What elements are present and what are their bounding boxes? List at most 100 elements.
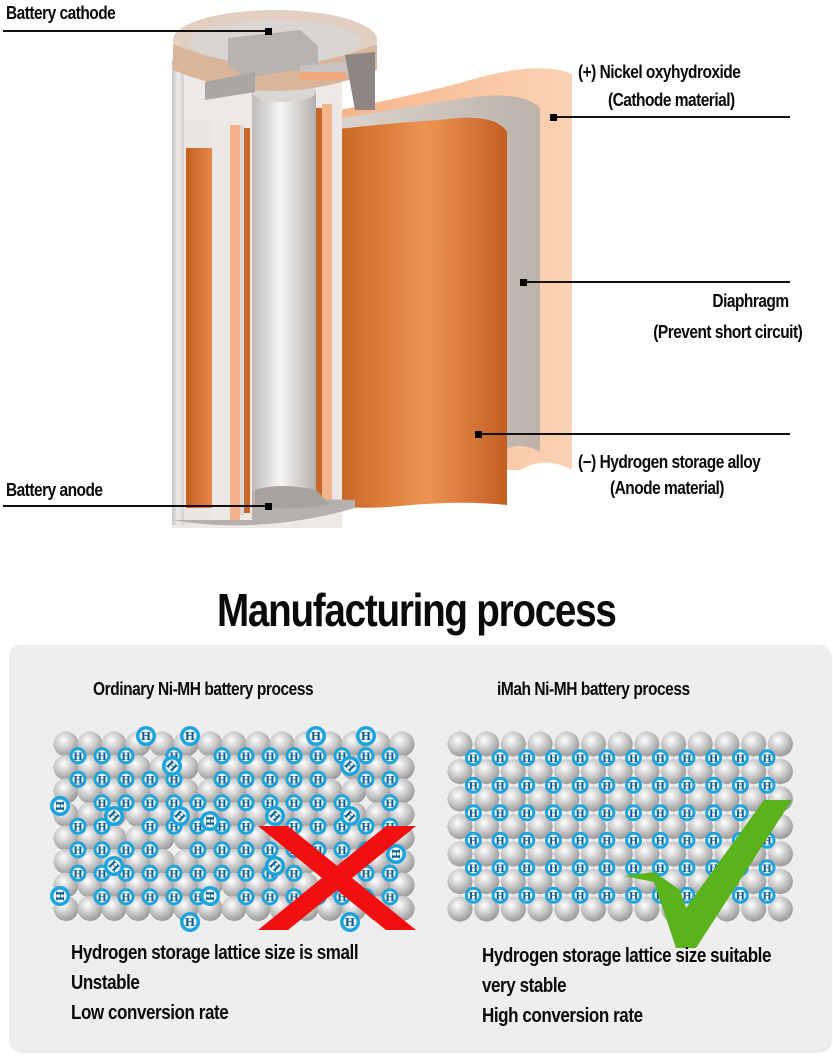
metal-atom (447, 731, 473, 757)
hydrogen-atom: H (340, 912, 360, 932)
svg-text:H: H (629, 891, 638, 902)
metal-atom (661, 731, 687, 757)
label-battery-anode: Battery anode (6, 480, 103, 500)
svg-text:H: H (121, 799, 130, 810)
hydrogen-atom: H (625, 859, 643, 877)
metal-atom (687, 814, 713, 839)
metal-atom (554, 731, 580, 757)
hydrogen-atom: H (69, 747, 87, 765)
leader-lines (3, 28, 790, 510)
hydrogen-atom: H (598, 804, 616, 822)
hydrogen-atom: H (651, 859, 669, 877)
svg-text:H: H (495, 754, 504, 765)
svg-text:H: H (97, 822, 106, 833)
hydrogen-atom: H (261, 888, 279, 906)
svg-text:H: H (217, 846, 226, 857)
hydrogen-atom: H (625, 749, 643, 767)
hydrogen-atom: H (170, 806, 190, 826)
metal-atom (634, 896, 660, 922)
metal-atom (447, 814, 473, 839)
hydrogen-atom: H (141, 841, 159, 859)
metal-atom (741, 731, 767, 757)
svg-text:H: H (361, 822, 370, 833)
hydrogen-atom: H (464, 886, 482, 904)
svg-text:H: H (385, 775, 394, 786)
metal-atom (581, 896, 606, 922)
anode-material-sheet (330, 117, 507, 508)
metal-atom (527, 786, 553, 812)
svg-text:H: H (145, 799, 154, 810)
metal-atom (687, 786, 713, 812)
metal-atom (634, 786, 660, 812)
svg-text:H: H (97, 846, 106, 857)
hydrogen-atom: H (544, 749, 562, 767)
hydrogen-atom: H (518, 749, 536, 767)
svg-text:H: H (762, 891, 771, 902)
hydrogen-atom: H (491, 859, 509, 877)
svg-text:H: H (549, 891, 558, 902)
hydrogen-atom: H (213, 747, 231, 765)
hydrogen-atom: H (93, 770, 111, 788)
svg-text:H: H (709, 836, 718, 847)
metal-atom (554, 896, 580, 922)
hydrogen-atom: H (651, 831, 669, 849)
metal-atom (714, 814, 740, 839)
svg-text:H: H (575, 781, 584, 792)
hydrogen-atom: H (93, 888, 111, 906)
ordinary-caption-2: Unstable (71, 972, 140, 994)
metal-atom (687, 759, 713, 784)
hydrogen-atom: H (381, 864, 399, 882)
svg-text:H: H (549, 754, 558, 765)
metal-atom (741, 759, 767, 784)
hydrogen-atom: H (678, 859, 696, 877)
svg-text:H: H (602, 836, 611, 847)
hydrogen-atom: H (625, 804, 643, 822)
manufacturing-process-heading: Manufacturing process (217, 584, 617, 636)
svg-text:H: H (217, 869, 226, 880)
label-anode-material-line1: (−) Hydrogen storage alloy (578, 452, 761, 472)
hydrogen-atom: H (464, 804, 482, 822)
metal-atom (474, 896, 500, 922)
hydrogen-atom: H (117, 841, 135, 859)
hydrogen-atom: H (571, 886, 589, 904)
svg-text:H: H (629, 864, 638, 875)
svg-text:H: H (145, 775, 154, 786)
svg-text:H: H (575, 891, 584, 902)
svg-text:H: H (469, 891, 478, 902)
svg-text:H: H (495, 836, 504, 847)
hydrogen-atom: H (678, 776, 696, 794)
svg-text:H: H (762, 836, 771, 847)
hydrogen-atom: H (117, 747, 135, 765)
hydrogen-atom: H (491, 749, 509, 767)
svg-text:H: H (121, 869, 130, 880)
svg-text:H: H (193, 799, 202, 810)
hydrogen-atom: H (598, 776, 616, 794)
svg-text:H: H (313, 775, 322, 786)
svg-text:H: H (345, 916, 355, 929)
hydrogen-atom: H (141, 794, 159, 812)
metal-atom (607, 759, 633, 784)
hydrogen-atom: H (93, 794, 111, 812)
svg-text:H: H (97, 869, 106, 880)
svg-text:H: H (289, 775, 298, 786)
svg-text:H: H (169, 822, 178, 833)
svg-text:H: H (289, 752, 298, 763)
metal-atom (554, 786, 580, 812)
hydrogen-atom: H (758, 749, 776, 767)
metal-atom (714, 731, 740, 757)
label-diaphragm-line2: (Prevent short circuit) (653, 322, 803, 342)
svg-text:H: H (682, 864, 691, 875)
svg-text:H: H (217, 799, 226, 810)
metal-atom (527, 896, 553, 922)
imah-process-title: iMah Ni-MH battery process (497, 679, 690, 699)
svg-text:H: H (193, 893, 202, 904)
svg-text:H: H (575, 836, 584, 847)
metal-atom (661, 786, 687, 812)
svg-text:H: H (656, 809, 665, 820)
hydrogen-atom: H (518, 776, 536, 794)
svg-text:H: H (217, 752, 226, 763)
svg-text:H: H (73, 846, 82, 857)
hydrogen-atom: H (285, 794, 303, 812)
metal-atom (607, 786, 633, 812)
hydrogen-atom: H (518, 859, 536, 877)
